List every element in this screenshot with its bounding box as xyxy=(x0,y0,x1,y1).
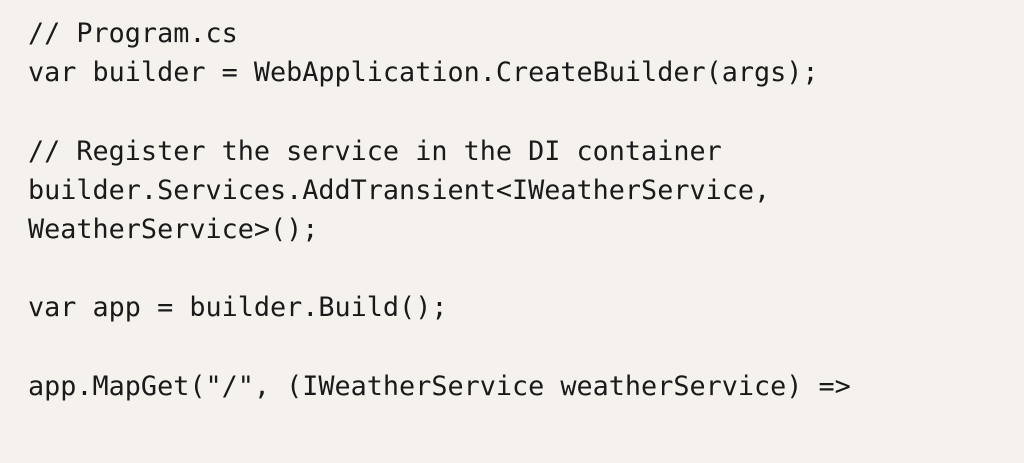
code-line-blank xyxy=(28,328,1004,367)
code-line-blank xyxy=(28,92,1004,131)
code-line: builder.Services.AddTransient<IWeatherSe… xyxy=(28,174,787,245)
code-line-blank xyxy=(28,249,1004,288)
code-line: // Register the service in the DI contai… xyxy=(28,135,722,167)
code-line: var builder = WebApplication.CreateBuild… xyxy=(28,57,819,89)
code-line: app.MapGet("/", (IWeatherService weather… xyxy=(28,370,851,402)
code-line: var app = builder.Build(); xyxy=(28,292,448,324)
code-content[interactable]: // Program.cs var builder = WebApplicatio… xyxy=(28,14,1004,406)
code-line: // Program.cs xyxy=(28,18,238,49)
